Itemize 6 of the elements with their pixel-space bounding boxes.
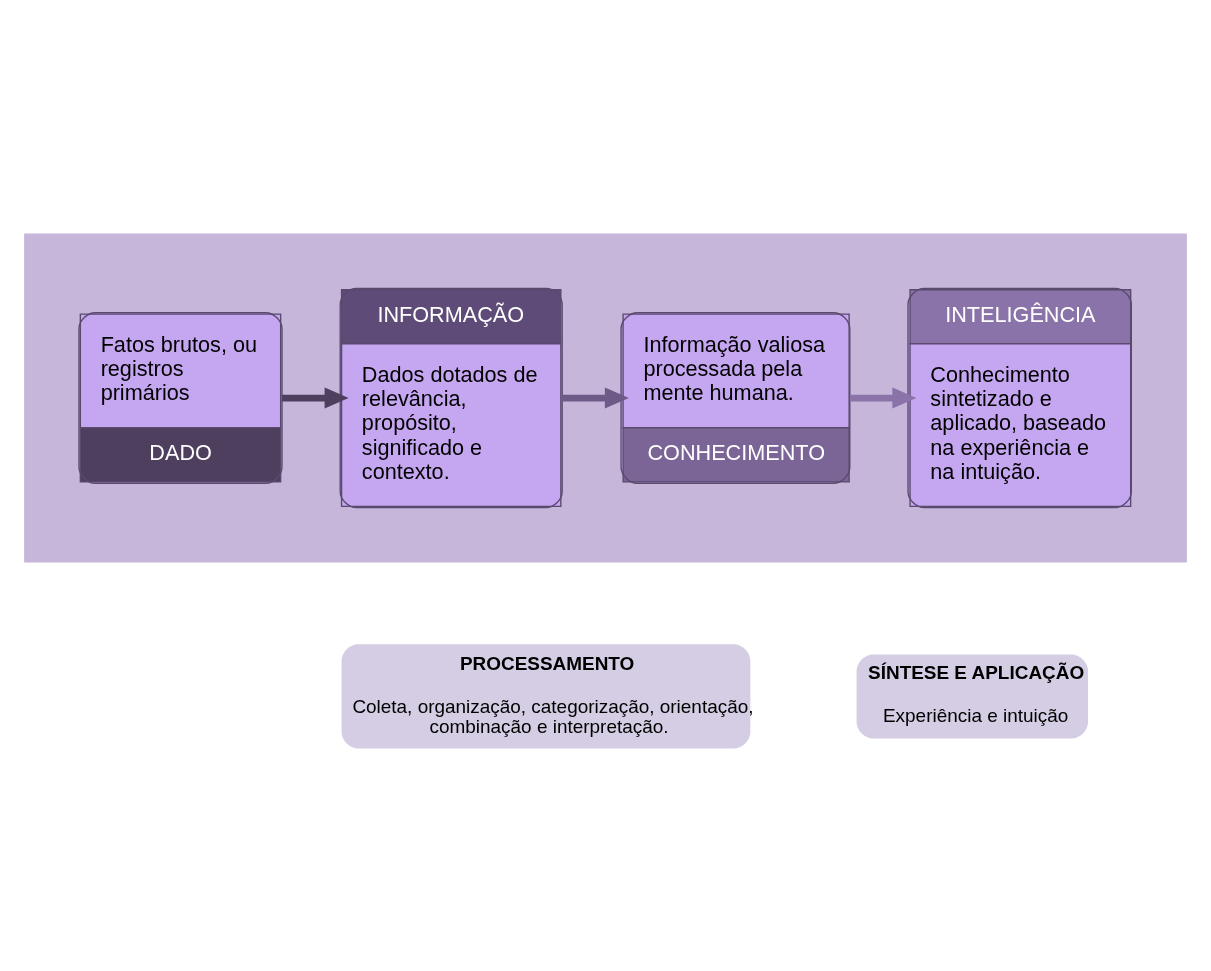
node-box: PROCESSAMENTO Coleta, organização, categorização, orientação, combinação e interpretação. <box>341 643 751 749</box>
arrow <box>850 387 917 409</box>
arrow <box>282 387 349 409</box>
arrow <box>562 387 629 409</box>
cluster <box>24 233 1187 562</box>
node-box: SÍNTESE E APLICAÇÃO Experiência e intuição <box>856 654 1089 738</box>
